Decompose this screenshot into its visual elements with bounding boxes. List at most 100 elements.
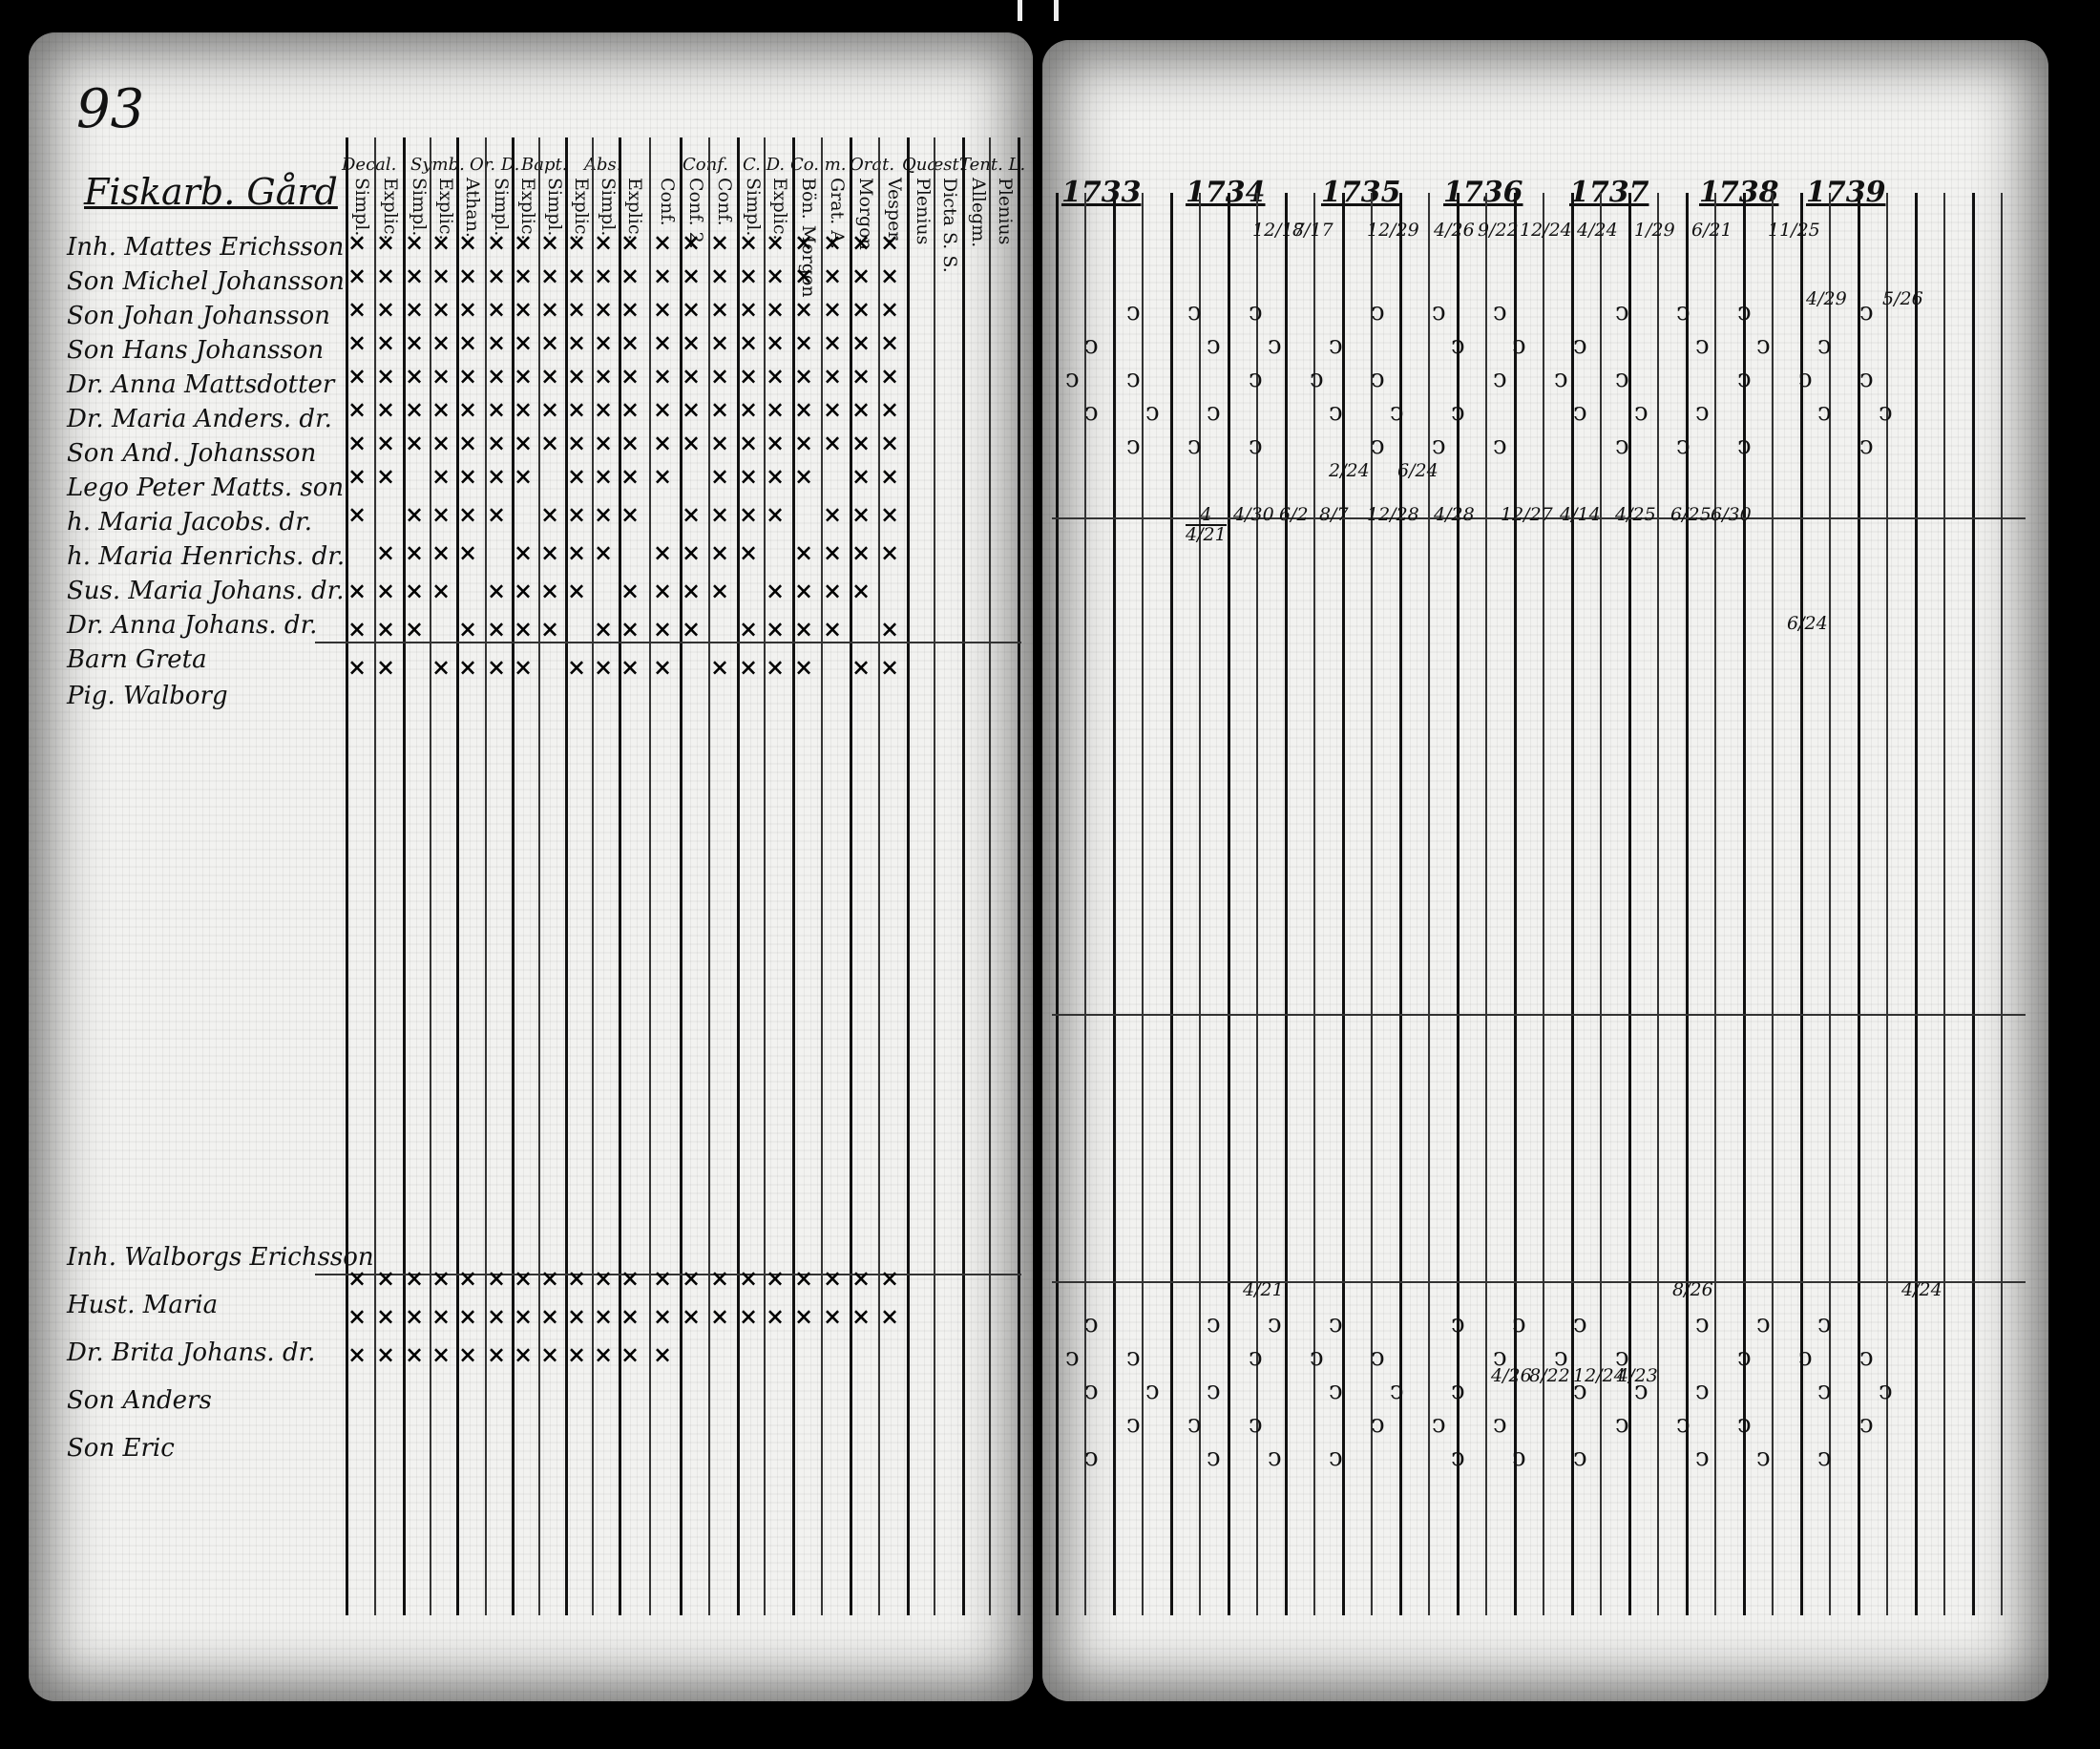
exam-date: 6/25 (1670, 504, 1712, 525)
cross-mark: × (710, 395, 730, 423)
cross-mark: × (540, 228, 560, 256)
cross-mark: × (851, 328, 872, 356)
cross-mark: × (487, 295, 507, 323)
cross-mark: × (766, 462, 786, 490)
cross-mark: × (653, 653, 673, 681)
column-rule (764, 137, 766, 1615)
exam-date: 4/30 (1233, 504, 1274, 525)
cross-mark: × (347, 1302, 368, 1330)
cross-mark: × (594, 500, 614, 528)
cross-mark: × (851, 429, 872, 456)
cross-mark: × (405, 500, 425, 528)
ditto-mark: ↄ (1126, 365, 1141, 393)
cross-mark: × (540, 395, 560, 423)
cross-mark: × (458, 295, 478, 323)
ditto-mark: ↄ (1310, 1343, 1324, 1372)
household-member-name: Dr. Anna Johans. dr. (67, 611, 318, 640)
cross-mark: × (710, 462, 730, 490)
cross-mark: × (567, 395, 587, 423)
cross-mark: × (376, 577, 396, 604)
exam-date: 12/28 (1367, 504, 1419, 525)
cross-mark: × (458, 1264, 478, 1292)
cross-mark: × (567, 1340, 587, 1368)
column-header: Vesper. (884, 178, 905, 244)
cross-mark: × (540, 577, 560, 604)
cross-mark: × (880, 538, 900, 566)
cross-mark: × (514, 577, 534, 604)
ditto-mark: ↄ (1737, 1343, 1752, 1372)
binding-mark (1018, 0, 1022, 21)
column-header: Simpl. (544, 178, 565, 237)
ditto-mark: ↄ (1817, 1443, 1832, 1472)
left-page: 93 Fiskarb. Gård Decal. Symb. Or. D. Bap… (29, 32, 1033, 1701)
cross-mark: × (880, 262, 900, 289)
ditto-mark: ↄ (1371, 432, 1385, 460)
cross-mark: × (794, 295, 814, 323)
cross-mark: × (376, 462, 396, 490)
cross-mark: × (620, 362, 640, 390)
cross-mark: × (653, 362, 673, 390)
column-header: Grat. A. (827, 178, 848, 250)
ditto-mark: ↄ (1126, 1410, 1141, 1439)
column-rule (1084, 193, 1086, 1615)
cross-mark: × (766, 362, 786, 390)
cross-mark: × (823, 500, 843, 528)
column-rule (792, 137, 795, 1615)
ditto-mark: ↄ (1249, 1410, 1263, 1439)
cross-mark: × (653, 615, 673, 643)
ditto-mark: ↄ (1207, 331, 1221, 360)
household-member-name: Son Eric (67, 1434, 175, 1463)
cross-mark: × (880, 500, 900, 528)
household-member-name: Son Anders (67, 1386, 212, 1415)
ditto-mark: ↄ (1615, 1410, 1629, 1439)
cross-mark: × (347, 462, 368, 490)
column-rule (934, 137, 935, 1615)
cross-mark: × (567, 577, 587, 604)
column-rule (538, 137, 540, 1615)
cross-mark: × (540, 1264, 560, 1292)
cross-mark: × (431, 1340, 452, 1368)
ditto-mark: ↄ (1126, 298, 1141, 327)
ditto-mark: ↄ (1493, 1410, 1507, 1439)
household-member-name: Inh. Walborgs Erichsson (67, 1243, 374, 1272)
household-member-name: Dr. Brita Johans. dr. (67, 1338, 316, 1367)
cross-mark: × (458, 395, 478, 423)
ditto-mark: ↄ (1207, 1377, 1221, 1405)
cross-mark: × (682, 228, 702, 256)
cross-mark: × (405, 328, 425, 356)
ditto-mark: ↄ (1249, 365, 1263, 393)
cross-mark: × (739, 500, 759, 528)
column-header: Simpl. (491, 178, 512, 237)
ditto-mark: ↄ (1329, 1310, 1343, 1338)
ditto-mark: ↄ (1493, 432, 1507, 460)
cross-mark: × (739, 228, 759, 256)
cross-mark: × (794, 1264, 814, 1292)
cross-mark: × (567, 262, 587, 289)
cross-mark: × (431, 395, 452, 423)
column-rule (1600, 193, 1602, 1615)
cross-mark: × (682, 500, 702, 528)
ditto-mark: ↄ (1268, 331, 1282, 360)
cross-mark: × (620, 615, 640, 643)
cross-mark: × (710, 1264, 730, 1292)
cross-mark: × (594, 362, 614, 390)
cross-mark: × (431, 228, 452, 256)
cross-mark: × (594, 1302, 614, 1330)
cross-mark: × (487, 1302, 507, 1330)
cross-mark: × (376, 1264, 396, 1292)
cross-mark: × (851, 1264, 872, 1292)
column-header: Conf. 2. (685, 178, 706, 249)
column-rule (989, 137, 991, 1615)
cross-mark: × (794, 429, 814, 456)
cross-mark: × (405, 362, 425, 390)
cross-mark: × (739, 653, 759, 681)
cross-mark: × (620, 295, 640, 323)
exam-date: 4/25 (1615, 504, 1656, 525)
ditto-mark: ↄ (1084, 1377, 1099, 1405)
cross-mark: × (376, 395, 396, 423)
cross-mark: × (682, 615, 702, 643)
column-rule (1800, 193, 1803, 1615)
cross-mark: × (487, 1264, 507, 1292)
ditto-mark: ↄ (1249, 1343, 1263, 1372)
cross-mark: × (653, 1264, 673, 1292)
